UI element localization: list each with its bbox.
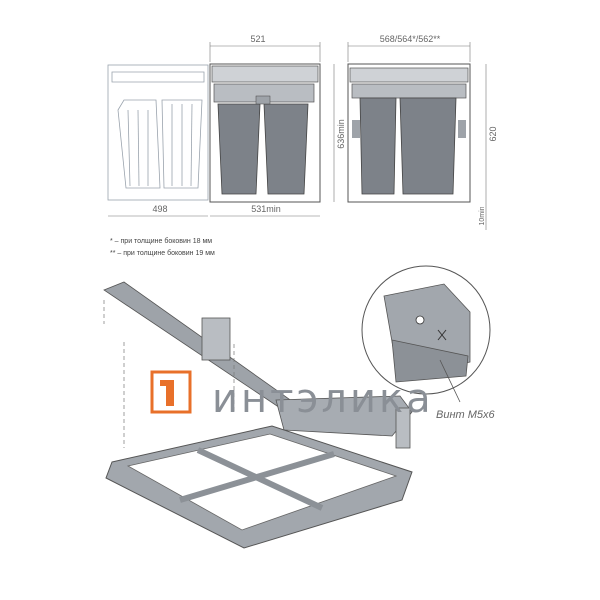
brand-logo: [150, 370, 192, 414]
side-view-bins: [209, 63, 321, 203]
front-view-bins: [347, 63, 471, 203]
dim-height-center: 636min: [336, 119, 346, 149]
side-view-outline: [107, 64, 209, 201]
dimension-lines: [108, 42, 487, 230]
dim-top-right: 568/564*/562**: [380, 34, 441, 44]
brand-name: интэлика: [212, 376, 434, 422]
detail-callout: [361, 265, 491, 403]
dim-bottom-center: 531min: [251, 204, 281, 214]
screw-label: Винт M5x6: [436, 409, 496, 421]
isometric-frame: [103, 281, 413, 549]
dim-bottom-gap: 10min: [479, 206, 486, 225]
note-18mm: * – при толщине боковин 18 мм: [110, 238, 213, 245]
dim-height-right: 620: [488, 126, 498, 141]
dim-top-center: 521: [250, 34, 265, 44]
note-19mm: ** – при толщине боковин 19 мм: [110, 250, 215, 257]
dim-bottom-left: 498: [152, 204, 167, 214]
